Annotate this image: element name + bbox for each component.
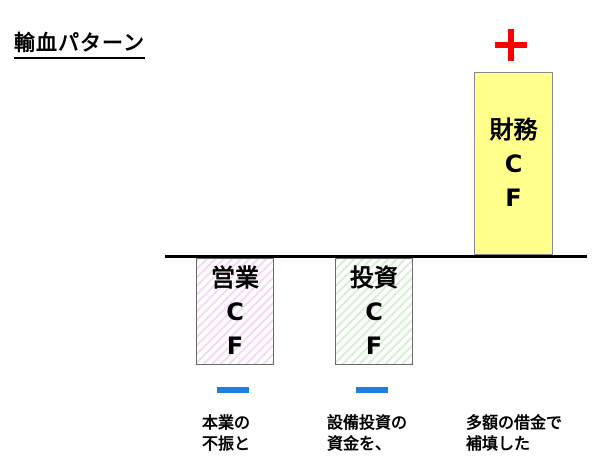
eigyo-label: 営業 bbox=[211, 263, 259, 292]
toshi-caption: 設備投資の 資金を、 bbox=[327, 412, 407, 454]
zaimu-cf-bar: 財務 C F bbox=[474, 72, 553, 255]
toshi-cf-bar: 投資 C F bbox=[335, 258, 413, 365]
toshi-caption-line-1: 設備投資の bbox=[327, 413, 408, 432]
toshi-label: 投資 bbox=[350, 263, 398, 292]
eigyo-cf-label: C F bbox=[226, 297, 254, 360]
eigyo-minus-sign-icon bbox=[217, 387, 249, 393]
eigyo-caption-line-2: 不振と bbox=[202, 434, 251, 453]
zaimu-cf-label: C F bbox=[504, 149, 533, 212]
toshi-caption-line-2: 資金を、 bbox=[327, 434, 392, 453]
eigyo-caption: 本業の 不振と bbox=[202, 412, 250, 454]
zaimu-caption-line-1: 多額の借金で bbox=[466, 413, 563, 432]
page-title: 輸血パターン bbox=[14, 30, 145, 59]
eigyo-caption-line-1: 本業の bbox=[202, 413, 251, 432]
zero-baseline bbox=[165, 255, 587, 258]
eigyo-cf-bar: 営業 C F bbox=[196, 258, 274, 365]
toshi-cf-label: C F bbox=[365, 297, 393, 360]
plus-sign-icon bbox=[491, 26, 531, 66]
zaimu-label: 財務 bbox=[489, 115, 538, 144]
toshi-minus-sign-icon bbox=[356, 387, 388, 393]
zaimu-caption: 多額の借金で 補填した bbox=[466, 412, 562, 454]
zaimu-caption-line-2: 補填した bbox=[466, 434, 531, 453]
